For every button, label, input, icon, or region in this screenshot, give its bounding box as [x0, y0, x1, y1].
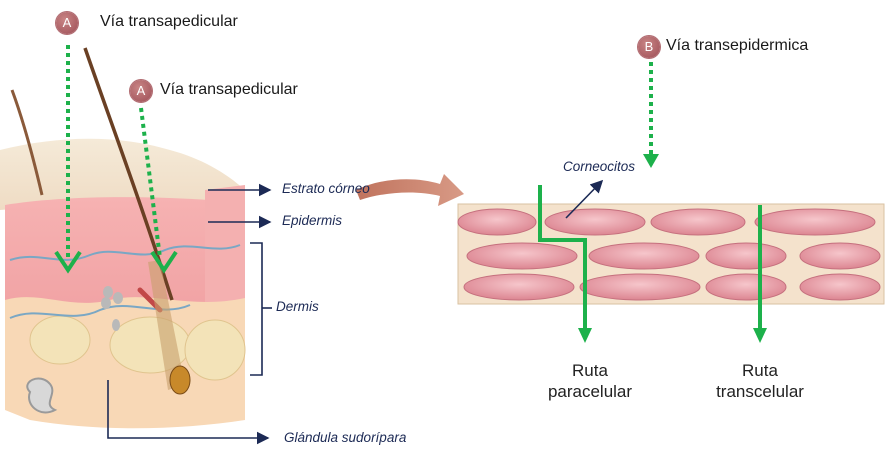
- gland-cell: [101, 297, 111, 309]
- corneocyte: [800, 243, 880, 269]
- transcellular-label-line1: Ruta: [710, 360, 810, 381]
- corneocyte: [706, 243, 786, 269]
- transcellular-arrowhead: [753, 328, 767, 343]
- fat-lobule: [30, 316, 90, 364]
- dermis-label: Dermis: [276, 299, 319, 314]
- corneocyte: [467, 243, 577, 269]
- corneocyte: [545, 209, 645, 235]
- route-a-top-label: Vía transapedicular: [100, 13, 238, 31]
- corneocyte: [651, 209, 745, 235]
- paracellular-label: Ruta paracelular: [545, 360, 635, 402]
- corneocyte: [458, 209, 536, 235]
- corneocyte: [464, 274, 574, 300]
- route-a-mid-badge: A: [130, 80, 152, 102]
- gland-cell: [112, 319, 120, 331]
- fat-lobule: [185, 320, 245, 380]
- hair-bulb: [170, 366, 190, 394]
- route-a-mid-label: Vía transapedicular: [160, 81, 298, 99]
- corneocytes-label: Corneocitos: [563, 159, 635, 174]
- paracellular-label-line1: Ruta: [545, 360, 635, 381]
- gland-cell: [103, 286, 113, 298]
- route-b-label: Vía transepidermica: [666, 37, 808, 55]
- stratum-corneum-label: Estrato córneo: [282, 181, 370, 196]
- dermis-bracket: [250, 243, 262, 375]
- skin-block: [0, 48, 245, 428]
- corneocyte: [755, 209, 875, 235]
- corneocyte: [800, 274, 880, 300]
- corneocyte-panel: [458, 204, 884, 304]
- transcellular-label: Ruta transcelular: [710, 360, 810, 402]
- epidermis-label: Epidermis: [282, 213, 342, 228]
- route-b-arrowhead: [643, 154, 659, 168]
- gland-cell: [113, 292, 123, 304]
- corneocyte: [589, 243, 699, 269]
- route-a-top-badge: A: [56, 12, 78, 34]
- route-b-badge: B: [638, 36, 660, 58]
- corneocyte: [580, 274, 700, 300]
- sweat-gland-label: Glándula sudorípara: [284, 430, 406, 445]
- paracellular-arrowhead: [578, 328, 592, 343]
- paracellular-label-line2: paracelular: [545, 381, 635, 402]
- transition-arrow: [356, 174, 464, 206]
- corneocyte: [706, 274, 786, 300]
- transcellular-label-line2: transcelular: [710, 381, 810, 402]
